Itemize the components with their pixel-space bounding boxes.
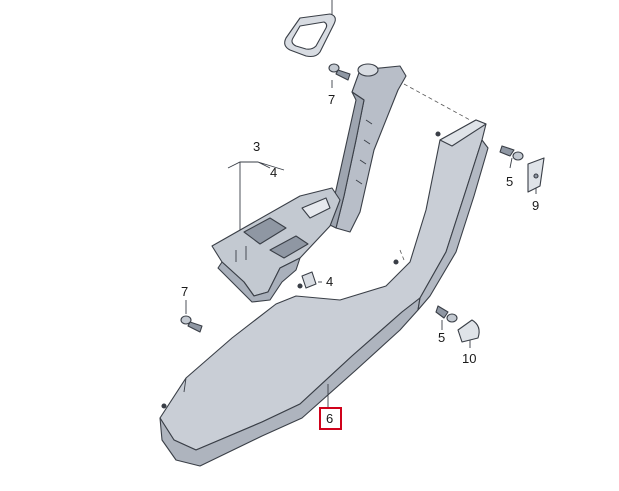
screw-5-upper[interactable] [499,145,524,161]
callout-3[interactable]: 3 [253,139,260,154]
screw-7-lower[interactable] [180,315,203,333]
support-bracket[interactable] [327,63,407,233]
cover-cap-10[interactable] [457,319,480,343]
selector-housing[interactable] [211,187,341,303]
callout-7-upper[interactable]: 7 [328,92,335,107]
screw-5-lower[interactable] [435,305,458,323]
callout-5-upper[interactable]: 5 [506,174,513,189]
screw-7-upper[interactable] [328,63,351,81]
assembly-line-2 [399,249,405,261]
callout-4-upper[interactable]: 4 [270,165,277,180]
assembly-line-1 [403,83,471,121]
cover-cap-9[interactable] [527,157,545,193]
callout-7-lower[interactable]: 7 [181,284,188,299]
highlight-box [319,407,342,430]
callout-4-lower[interactable]: 4 [326,274,333,289]
callout-10[interactable]: 10 [462,351,476,366]
leader-5-upper [509,157,513,169]
retaining-clip[interactable] [301,271,317,289]
gasket-ring[interactable] [284,13,336,58]
leader-3-4 [227,161,285,230]
callout-5-lower[interactable]: 5 [438,330,445,345]
center-trim-panel[interactable] [159,119,489,467]
callout-9[interactable]: 9 [532,198,539,213]
callout-6[interactable]: 6 [326,411,333,426]
